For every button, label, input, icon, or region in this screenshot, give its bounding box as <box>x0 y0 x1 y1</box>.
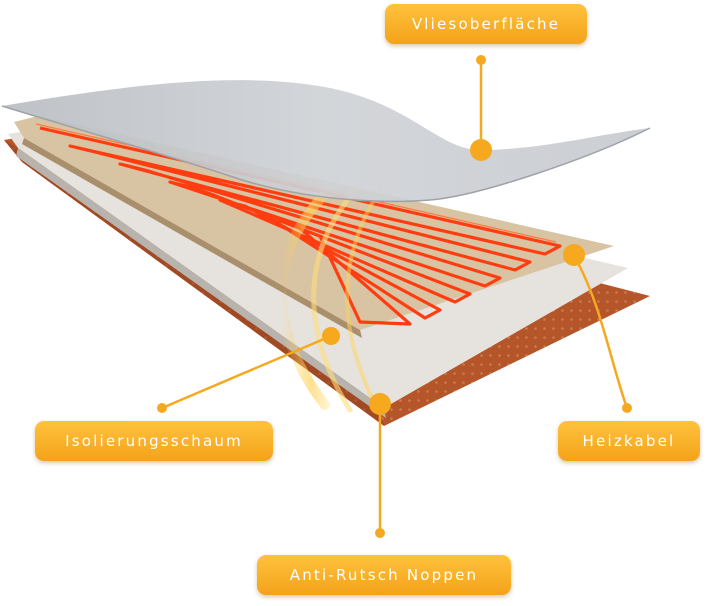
dot-noppen-end <box>375 528 385 538</box>
fleece-surface-layer <box>1 80 651 203</box>
connector-iso <box>161 334 332 410</box>
heat-glow <box>276 175 382 413</box>
label-anti-slip-studs: Anti-Rutsch Noppen <box>257 555 511 595</box>
dot-noppen <box>369 393 391 415</box>
dot-heiz-end <box>622 403 632 413</box>
dot-heiz <box>563 244 585 266</box>
connector-heiz <box>572 255 629 409</box>
dot-iso-end <box>157 403 167 413</box>
dot-iso-marker <box>322 327 340 345</box>
label-fleece-surface: Vliesoberfläche <box>385 4 587 44</box>
label-heating-cable: Heizkabel <box>558 421 700 461</box>
callout-dots <box>157 55 632 538</box>
dot-vlies <box>470 139 492 161</box>
dot-vlies-top <box>476 55 486 65</box>
label-insulation-foam: Isolierungsschaum <box>35 421 273 461</box>
callout-connectors <box>161 62 629 533</box>
